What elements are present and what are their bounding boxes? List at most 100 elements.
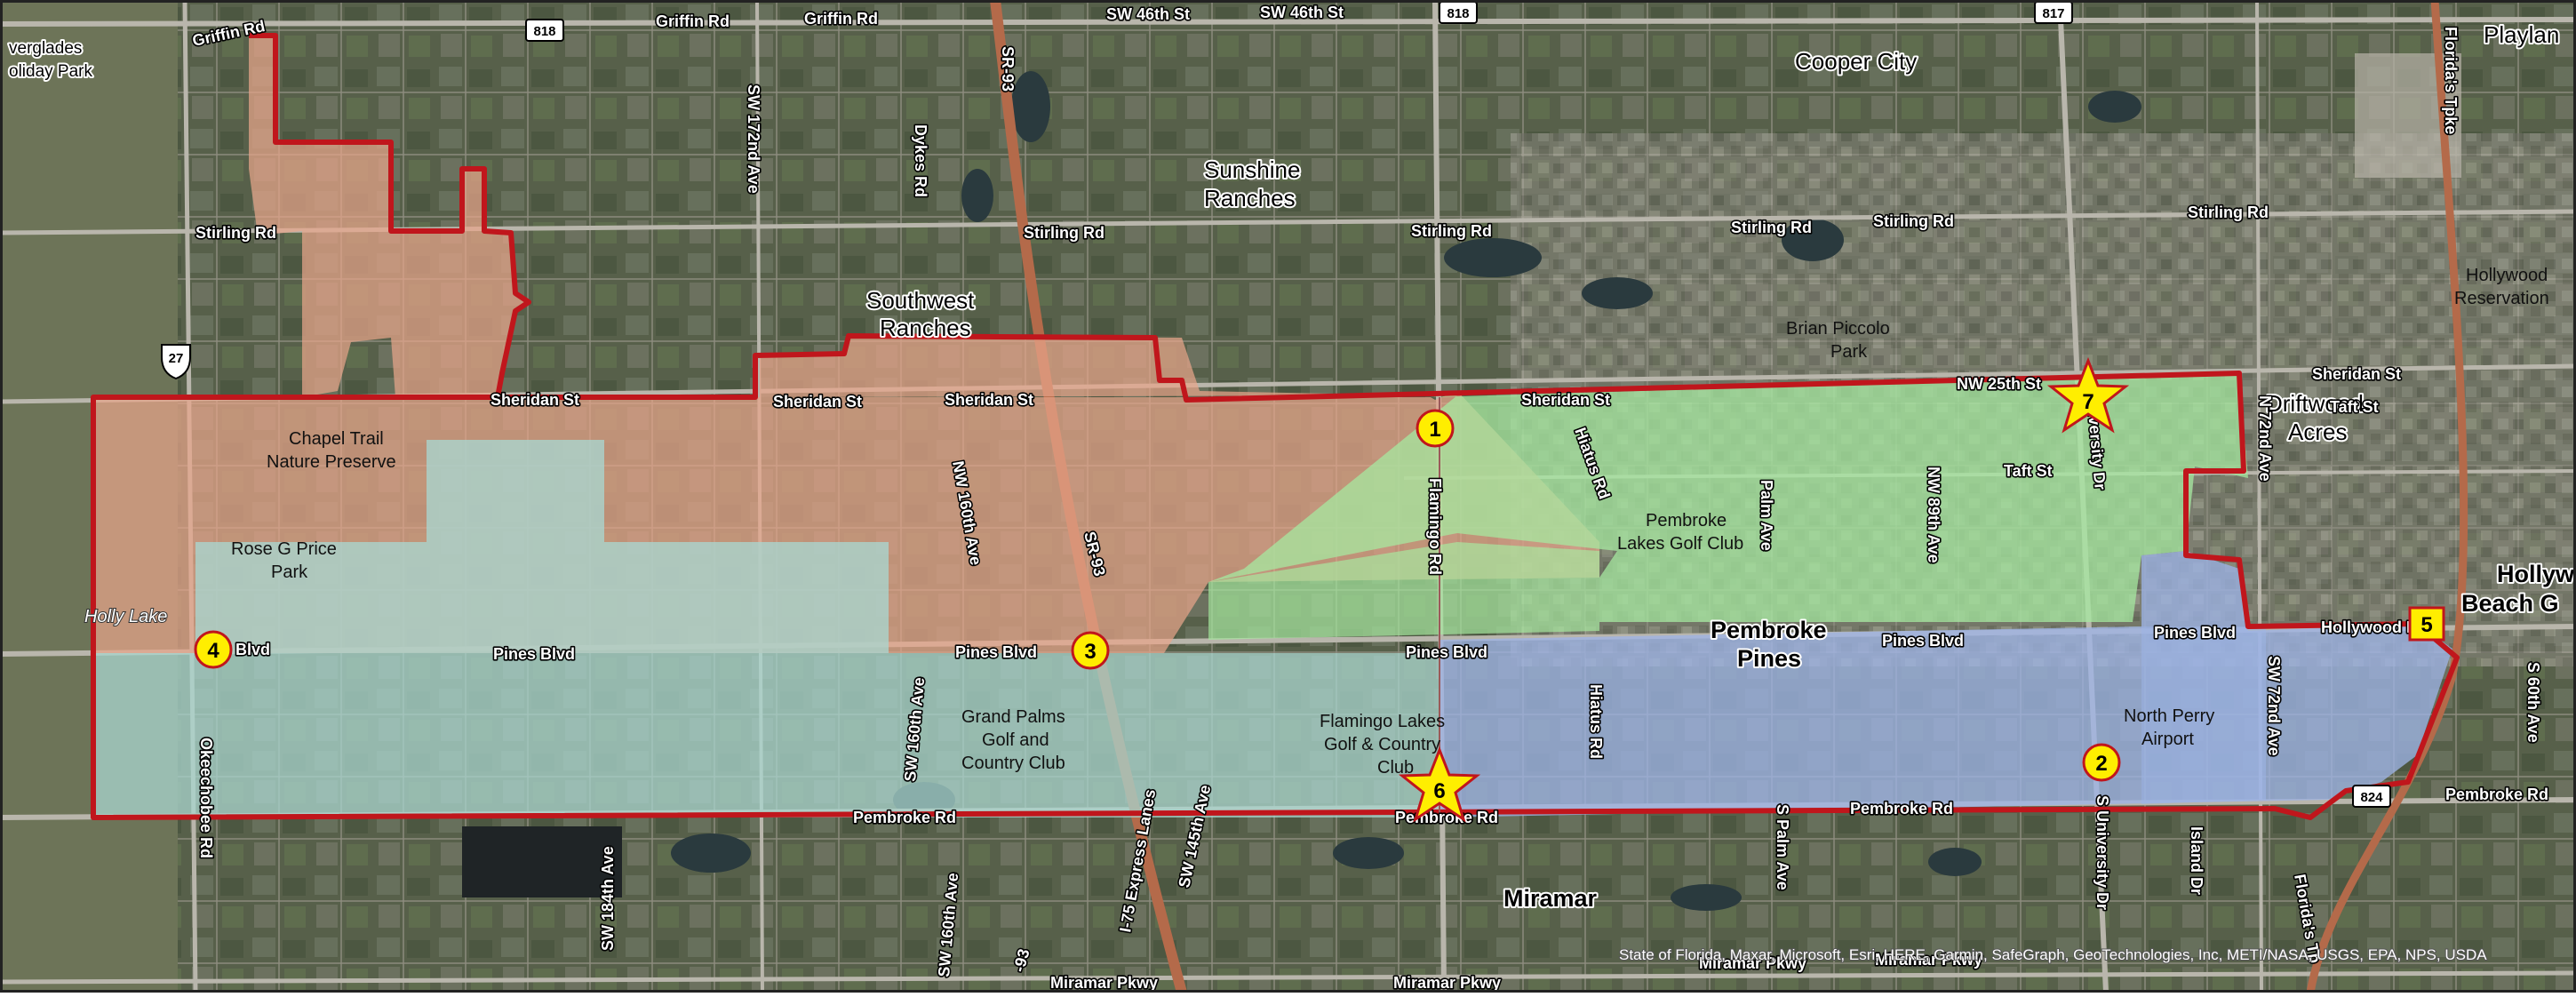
poi-flamingo-lakes-1: Flamingo Lakes <box>1320 712 1445 731</box>
road-n72: N 72nd Ave <box>2256 395 2274 482</box>
poi-brian-piccolo-1: Brian Piccolo <box>1786 319 1890 339</box>
road-s60: S 60th Ave <box>2524 662 2542 743</box>
road-fl-tpke-1: Florida's Tpke <box>2442 27 2460 134</box>
map-markers[interactable]: 1 2 3 4 5 6 7 <box>194 356 2445 823</box>
zone-green-west-lobe <box>1208 542 1599 640</box>
road-pines-4: Pines Blvd <box>1406 643 1487 661</box>
place-cooper-city: Cooper City <box>1795 48 1917 75</box>
road-miramar-3: Miramar Pkwy <box>1699 954 1806 972</box>
road-stirling-6: Stirling Rd <box>2188 203 2269 221</box>
road-sw46-1: SW 46th St <box>1106 5 1190 23</box>
place-driftwood-1: Driftwood <box>2266 390 2364 417</box>
svg-text:824: 824 <box>2360 790 2383 805</box>
road-miramar-2: Miramar Pkwy <box>1393 974 1501 992</box>
place-sunshine-ranches-2: Ranches <box>1204 185 1296 211</box>
road-okeechobee: Okeechobee Rd <box>197 738 215 858</box>
marker-1[interactable]: 1 <box>1416 409 1455 448</box>
road-taft-1: Taft St <box>2004 462 2053 480</box>
road-pembroke-4: Pembroke Rd <box>2445 786 2548 803</box>
zone-teal-south <box>93 653 1440 818</box>
road-stirling-1: Stirling Rd <box>195 224 276 242</box>
road-taft-2: Taft St <box>2330 398 2379 416</box>
road-miramar-4: Miramar Pkwy <box>1875 951 1982 969</box>
poi-grand-palms-1: Grand Palms <box>961 707 1065 727</box>
poi-hollywood-res-1: Hollywood <box>2466 266 2548 285</box>
marker-5[interactable]: 5 <box>2408 606 2445 642</box>
poi-chapel-trail-1: Chapel Trail <box>289 429 384 449</box>
place-sunshine-ranches-1: Sunshine <box>1204 156 1300 183</box>
svg-text:6: 6 <box>1433 779 1445 803</box>
road-palm-1: Palm Ave <box>1758 480 1775 551</box>
poi-rose-price-1: Rose G Price <box>231 539 337 559</box>
road-griffin-2: Griffin Rd <box>656 12 730 30</box>
road-nw25: NW 25th St <box>1957 375 2041 393</box>
poi-flamingo-lakes-3: Club <box>1377 758 1414 778</box>
poi-brian-piccolo-2: Park <box>1830 342 1868 362</box>
zone-teal-north <box>195 440 889 653</box>
place-southwest-ranches-1: Southwest <box>866 287 975 314</box>
svg-text:817: 817 <box>2042 6 2064 21</box>
poi-flamingo-lakes-2: Golf & Country <box>1324 735 1440 754</box>
place-driftwood-2: Acres <box>2288 419 2347 445</box>
marker-7[interactable]: 7 <box>2046 356 2130 434</box>
poi-grand-palms-2: Golf and <box>982 730 1049 750</box>
poi-north-perry-2: Airport <box>2141 730 2194 749</box>
road-sheridan-5: Sheridan St <box>2312 365 2401 383</box>
road-hiatus-2: Hiatus Rd <box>1587 684 1605 759</box>
poi-pembroke-lakes-1: Pembroke <box>1646 511 1727 530</box>
study-area-boundary-north <box>249 33 531 398</box>
road-flamingo: Flamingo Rd <box>1426 478 1444 575</box>
shield-818b: 818 <box>1439 1 1478 24</box>
water-holly-lake: Holly Lake <box>84 607 167 626</box>
svg-text:4: 4 <box>207 639 219 663</box>
road-miramar-1: Miramar Pkwy <box>1050 974 1158 992</box>
place-southwest-ranches-2: Ranches <box>880 315 971 341</box>
svg-text:1: 1 <box>1429 418 1440 442</box>
place-miramar: Miramar <box>1503 885 1598 912</box>
poi-north-perry-1: North Perry <box>2124 706 2214 726</box>
shield-817: 817 <box>2034 1 2073 24</box>
road-pembroke-1: Pembroke Rd <box>853 809 956 826</box>
road-pines-5: Pines Blvd <box>1882 632 1964 650</box>
florida-turnpike <box>2306 0 2468 993</box>
zone-green <box>1208 373 2248 622</box>
svg-text:5: 5 <box>2420 613 2432 637</box>
road-pines-3: Pines Blvd <box>955 643 1037 661</box>
shield-818a: 818 <box>525 19 564 42</box>
road-stirling-3: Stirling Rd <box>1411 222 1492 240</box>
poi-grand-palms-3: Country Club <box>961 754 1065 773</box>
place-playland: Playlan <box>2484 21 2559 48</box>
road-pembroke-2: Pembroke Rd <box>1395 809 1498 826</box>
marker-4[interactable]: 4 <box>194 630 233 669</box>
road-sheridan-3: Sheridan St <box>945 391 1033 409</box>
svg-text:3: 3 <box>1084 640 1096 664</box>
zone-salmon-sheridan-strip <box>760 336 1422 397</box>
place-hollywood-beach-2: Beach G <box>2461 590 2559 617</box>
road-stirling-2: Stirling Rd <box>1024 224 1105 242</box>
shield-us27: 27 <box>161 344 191 380</box>
place-everglades-2: oliday Park <box>9 62 92 81</box>
marker-2[interactable]: 2 <box>2082 743 2121 782</box>
map-attribution: State of Florida, Maxar, Microsoft, Esri… <box>1619 946 2487 963</box>
road-sw172: SW 172nd Ave <box>745 84 762 194</box>
svg-text:27: 27 <box>169 351 184 366</box>
marker-6[interactable]: 6 <box>1398 746 1481 823</box>
poi-hollywood-res-2: Reservation <box>2454 289 2549 308</box>
marker-3[interactable]: 3 <box>1071 631 1110 670</box>
road-nw89: NW 89th Ave <box>1925 467 1942 563</box>
poi-pembroke-lakes-2: Lakes Golf Club <box>1617 534 1743 554</box>
road-stirling-4: Stirling Rd <box>1731 219 1812 236</box>
place-everglades-1: verglades <box>9 39 82 58</box>
road-dykes: Dykes Rd <box>912 124 929 197</box>
road-sheridan-4: Sheridan St <box>1521 391 1610 409</box>
place-labels: Cooper City Sunshine Ranches Southwest R… <box>7 20 2576 913</box>
study-zones <box>93 36 2452 818</box>
road-university-2: S University Dr <box>2093 795 2111 910</box>
road-pembroke-3: Pembroke Rd <box>1850 800 1953 818</box>
poi-rose-price-2: Park <box>271 562 308 582</box>
place-pembroke-pines-2: Pines <box>1737 645 1801 672</box>
road-sheridan-1: Sheridan St <box>490 391 579 409</box>
quarry-lake <box>462 826 622 897</box>
